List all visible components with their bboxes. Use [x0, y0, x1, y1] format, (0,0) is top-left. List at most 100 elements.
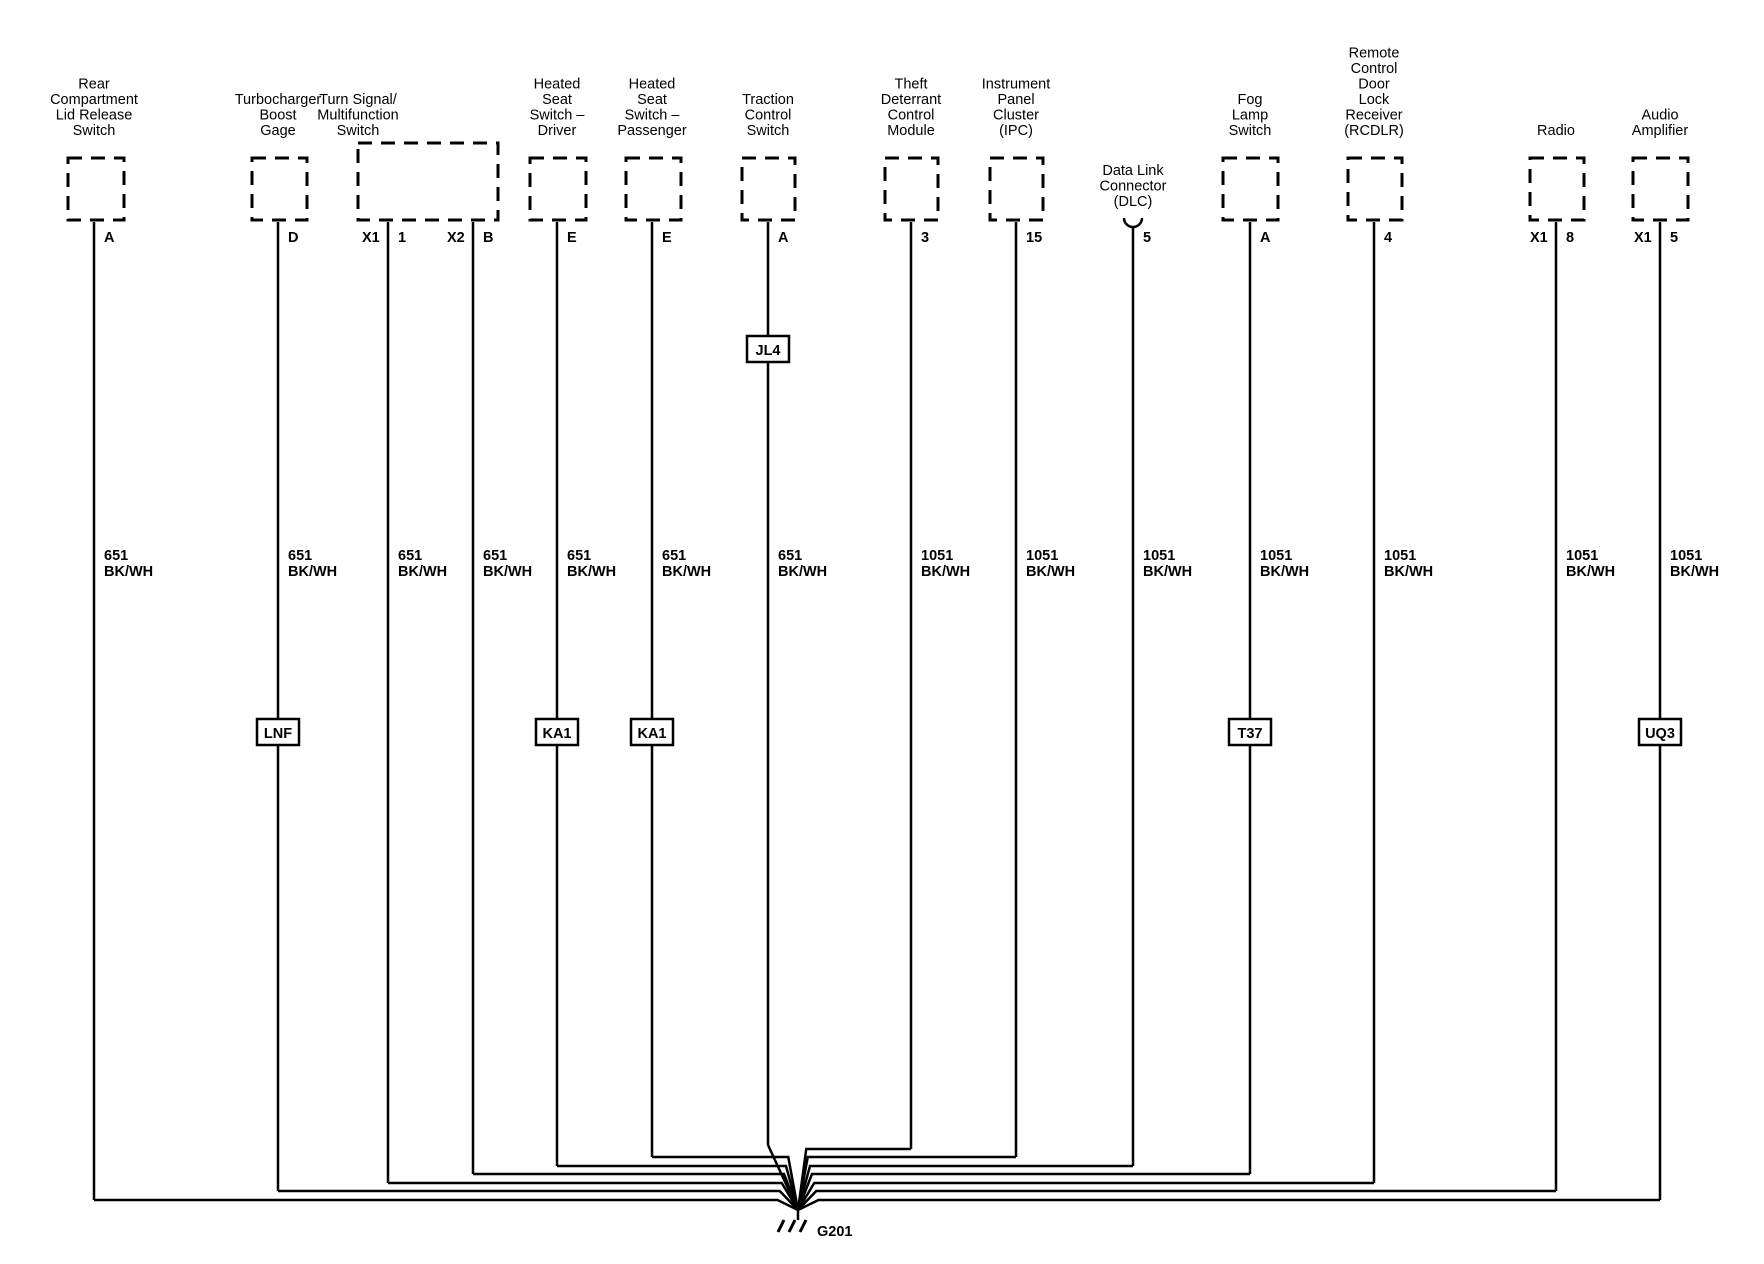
ground-label: G201: [817, 1224, 852, 1240]
rear-compartment-lid-release-switch-label-line: Rear: [78, 77, 110, 93]
circuit-number: 1051: [1143, 548, 1175, 564]
traction-control-switch-box: [740, 156, 797, 222]
theft-deterrent-control-module-label-line: Module: [887, 123, 935, 139]
audio-amplifier-label-line: Audio: [1641, 108, 1678, 124]
pin-label-w6: E: [662, 230, 672, 246]
wire-color: BK/WH: [921, 564, 970, 580]
turbocharger-boost-gage-label-line: Boost: [259, 108, 296, 124]
radio-box: [1528, 156, 1586, 222]
remote-control-door-lock-receiver-label-line: Control: [1351, 61, 1398, 77]
wire-color: BK/WH: [778, 564, 827, 580]
option-label-w7: JL4: [756, 343, 781, 359]
wire-w13-ground-run: [797, 1189, 1556, 1211]
wire-color: BK/WH: [662, 564, 711, 580]
heated-seat-switch-driver-label-line: Switch –: [530, 108, 586, 124]
turbocharger-boost-gage-label-line: Gage: [260, 123, 295, 139]
circuit-number: 1051: [1384, 548, 1416, 564]
data-link-connector-label-line: Connector: [1100, 179, 1167, 195]
heated-seat-switch-passenger-label-line: Heated: [629, 77, 676, 93]
rear-compartment-lid-release-switch-label-line: Compartment: [50, 92, 138, 108]
option-box-w7: [745, 334, 791, 364]
audio-amplifier-box: [1631, 156, 1690, 222]
fog-lamp-switch-label-line: Fog: [1238, 92, 1263, 108]
pin-label-w1: A: [104, 230, 115, 246]
circuit-number: 651: [288, 548, 312, 564]
turn-signal-multifunction-switch-label-line: Turn Signal/: [319, 92, 398, 108]
turbocharger-boost-gage-box: [250, 156, 309, 222]
fog-lamp-switch-label-line: Lamp: [1232, 108, 1268, 124]
wire-color: BK/WH: [1566, 564, 1615, 580]
pin-label-w10: 5: [1143, 230, 1151, 246]
turbocharger-boost-gage-label-line: Turbocharger: [235, 92, 322, 108]
theft-deterrent-control-module-box: [883, 156, 940, 222]
pin-label-w2: D: [288, 230, 298, 246]
circuit-number: 1051: [921, 548, 953, 564]
option-box-w11: [1227, 717, 1273, 747]
pin-label-w14: 5: [1670, 230, 1678, 246]
option-box-w2: [255, 717, 301, 747]
pin-label-w8: 3: [921, 230, 929, 246]
traction-control-switch-label-line: Control: [745, 108, 792, 124]
circuit-number: 651: [662, 548, 686, 564]
wire-color: BK/WH: [1670, 564, 1719, 580]
circuit-number: 651: [104, 548, 128, 564]
option-box-w6: [629, 717, 675, 747]
option-box-w5: [534, 717, 580, 747]
ground-hatch: [776, 1219, 786, 1233]
heated-seat-switch-passenger-box: [624, 156, 683, 222]
pin-label-w9: 15: [1026, 230, 1042, 246]
ground-symbol: G201: [776, 1210, 852, 1240]
remote-control-door-lock-receiver-label-line: Lock: [1359, 92, 1390, 108]
radio-label: Radio: [1537, 123, 1575, 139]
wire-w2-ground-run: [278, 1189, 799, 1211]
wires-layer: [92, 222, 1662, 1212]
wire-color: BK/WH: [1384, 564, 1433, 580]
circuit-number: 651: [483, 548, 507, 564]
heated-seat-switch-driver-label-line: Driver: [538, 123, 577, 139]
wire-color: BK/WH: [1260, 564, 1309, 580]
wire-color: BK/WH: [104, 564, 153, 580]
ground-hatch: [798, 1219, 808, 1233]
remote-control-door-lock-receiver-box: [1346, 156, 1404, 222]
wire-w9-ground-run: [796, 1155, 1016, 1211]
heated-seat-switch-passenger-label-line: Passenger: [617, 123, 686, 139]
circuit-number: 651: [398, 548, 422, 564]
option-label-w14: UQ3: [1645, 726, 1675, 742]
heated-seat-switch-passenger-label-line: Seat: [637, 92, 667, 108]
wire-color: BK/WH: [1026, 564, 1075, 580]
option-label-w11: T37: [1238, 726, 1263, 742]
instrument-panel-cluster-box: [988, 156, 1045, 222]
theft-deterrent-control-module-label-line: Theft: [894, 77, 927, 93]
radio-label-line: Radio: [1537, 123, 1575, 139]
fog-lamp-switch-box: [1221, 156, 1280, 222]
wire-color: BK/WH: [483, 564, 532, 580]
remote-control-door-lock-receiver-label-line: (RCDLR): [1344, 123, 1404, 139]
circuit-number: 1051: [1566, 548, 1598, 564]
pin-label-w5: E: [567, 230, 577, 246]
connector-label-w4: X2: [447, 230, 465, 246]
theft-deterrent-control-module-label-line: Deterrant: [881, 92, 941, 108]
audio-amplifier-label-line: Amplifier: [1632, 123, 1689, 139]
remote-control-door-lock-receiver-label-line: Remote: [1349, 46, 1400, 62]
option-box-w14: [1637, 717, 1683, 747]
wire-color: BK/WH: [1143, 564, 1192, 580]
wire-w12-ground-run: [796, 1181, 1374, 1211]
pin-label-w3: 1: [398, 230, 406, 246]
